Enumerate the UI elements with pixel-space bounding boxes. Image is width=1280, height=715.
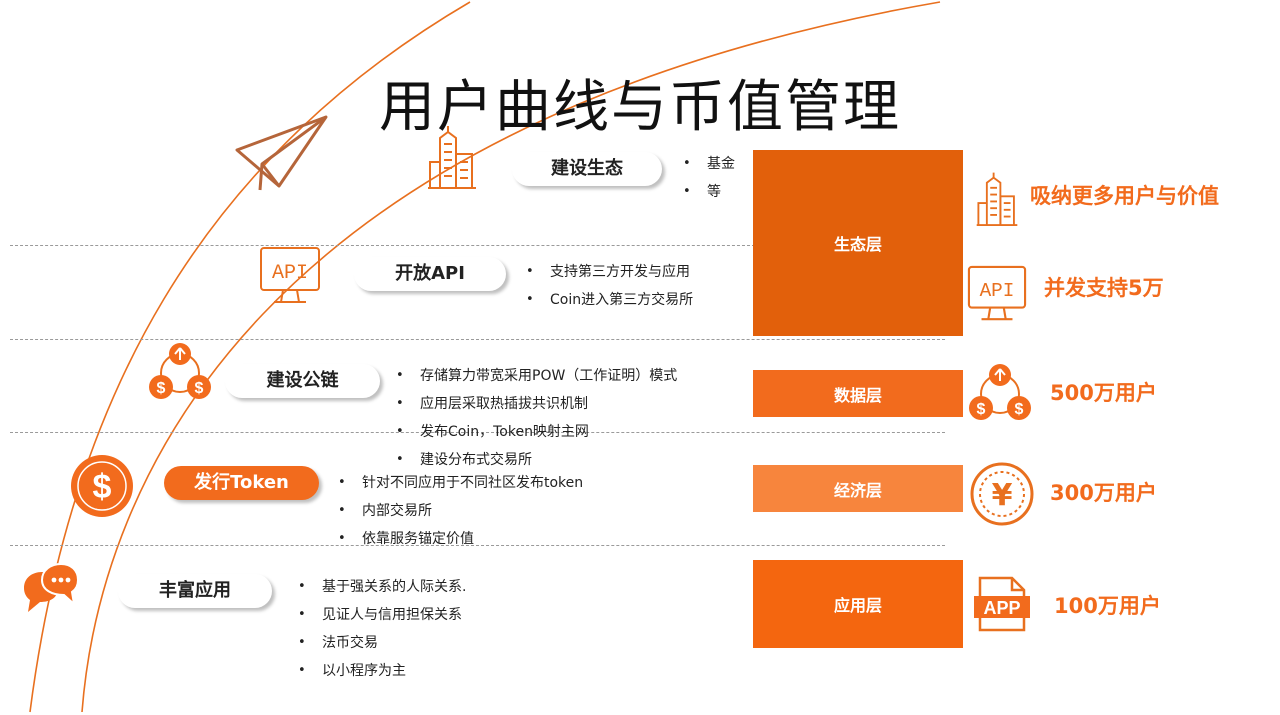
- coin-network-icon: $ $: [149, 343, 211, 399]
- layer-box-economy: 经济层: [753, 465, 963, 512]
- layer-box-ecosystem: 生态层: [753, 150, 963, 336]
- bullet-item: 针对不同应用于不同社区发布token: [338, 469, 583, 497]
- dollar-icon-text: $: [157, 380, 166, 397]
- inner-growth-curve: [81, 1, 941, 713]
- bullet-item: 以小程序为主: [298, 657, 466, 685]
- step-bullets-issue-token: 针对不同应用于不同社区发布token 内部交易所 依靠服务锚定价值: [338, 469, 583, 553]
- buildings-icon: [428, 126, 476, 189]
- chat-bubble-icon: [24, 562, 80, 612]
- api-icon-text: API: [980, 280, 1015, 302]
- bullet-item: 见证人与信用担保关系: [298, 601, 466, 629]
- paper-plane-icon: [235, 115, 328, 191]
- step-label-open-api: 开放API: [354, 257, 506, 291]
- dollar-icon-text: $: [1015, 401, 1024, 418]
- api-monitor-icon: API: [967, 265, 1027, 321]
- bullet-item: 法币交易: [298, 629, 466, 657]
- metric-economy-users: 300万用户: [1050, 481, 1157, 505]
- page-title: 用户曲线与币值管理: [379, 75, 901, 140]
- step-bullets-open-api: 支持第三方开发与应用 Coin进入第三方交易所: [526, 258, 693, 314]
- dollar-icon-text: $: [93, 468, 112, 506]
- dollar-icon-text: $: [195, 380, 204, 397]
- step-label-rich-apps: 丰富应用: [118, 574, 272, 608]
- metric-concurrency: 并发支持5万: [1044, 276, 1164, 300]
- layer-box-application: 应用层: [753, 560, 963, 648]
- bullet-item: 应用层采取热插拔共识机制: [396, 390, 677, 418]
- app-file-icon: APP: [974, 576, 1030, 632]
- step-bullets-rich-apps: 基于强关系的人际关系. 见证人与信用担保关系 法币交易 以小程序为主: [298, 573, 466, 685]
- bullet-item: 内部交易所: [338, 497, 583, 525]
- layer-box-data: 数据层: [753, 370, 963, 417]
- bullet-item: 依靠服务锚定价值: [338, 525, 583, 553]
- dollar-coin-icon: $: [71, 455, 133, 517]
- separator-line-2: [10, 339, 945, 340]
- api-icon-text: API: [272, 262, 308, 285]
- metric-application-users: 100万用户: [1054, 594, 1161, 618]
- metric-more-users-value: 吸纳更多用户与价值: [1030, 184, 1219, 208]
- yuan-coin-icon: ¥: [970, 462, 1034, 526]
- step-label-issue-token: 发行Token: [164, 466, 319, 500]
- buildings-icon: [976, 172, 1018, 227]
- bullet-item: 支持第三方开发与应用: [526, 258, 693, 286]
- coin-network-icon: $ $: [969, 364, 1031, 420]
- api-monitor-icon: API: [260, 247, 320, 303]
- bullet-item: 基于强关系的人际关系.: [298, 573, 466, 601]
- bullet-item: 发布Coin，Token映射主网: [396, 418, 677, 446]
- bullet-item: 基金: [683, 150, 735, 178]
- bullet-item: 等: [683, 178, 735, 206]
- app-icon-text: APP: [983, 598, 1020, 618]
- dollar-icon-text: $: [977, 401, 986, 418]
- yuan-icon-text: ¥: [992, 478, 1013, 513]
- step-label-ecosystem: 建设生态: [512, 152, 662, 186]
- bullet-item: 建设分布式交易所: [396, 446, 677, 474]
- bullet-item: 存储算力带宽采用POW（工作证明）模式: [396, 362, 677, 390]
- separator-line-1: [10, 245, 755, 246]
- step-label-public-chain: 建设公链: [225, 364, 380, 398]
- bullet-item: Coin进入第三方交易所: [526, 286, 693, 314]
- step-bullets-public-chain: 存储算力带宽采用POW（工作证明）模式 应用层采取热插拔共识机制 发布Coin，…: [396, 362, 677, 474]
- metric-data-users: 500万用户: [1050, 381, 1157, 405]
- step-bullets-ecosystem: 基金 等: [683, 150, 735, 206]
